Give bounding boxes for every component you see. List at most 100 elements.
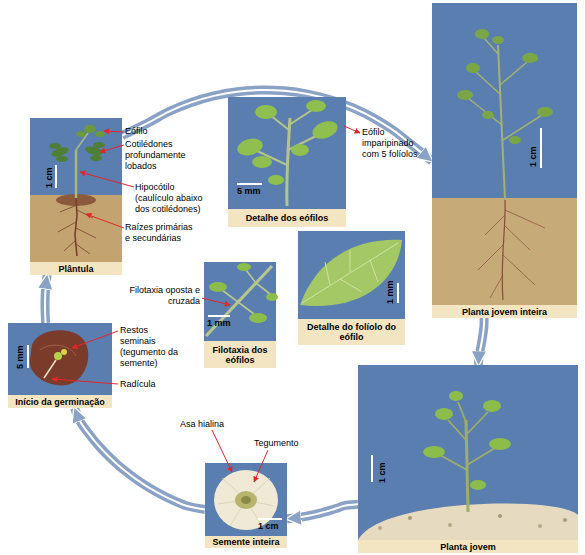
young-plant-photo-part	[408, 516, 412, 520]
young-plant-photo-part	[498, 514, 502, 518]
leaflet-photo-part	[300, 240, 402, 306]
leaflet-photo	[300, 240, 402, 306]
phyllotaxy-photo-part	[237, 263, 251, 271]
cycle-arrow	[45, 275, 47, 323]
scale-label: 5 mm	[15, 345, 26, 369]
photo-panel: Semente inteira	[205, 463, 287, 548]
leader-line-part	[86, 214, 124, 228]
panel-caption: Semente inteira	[212, 537, 279, 547]
leaf-detail-photo-part	[291, 144, 309, 156]
leaf-detail-photo-part	[268, 175, 284, 185]
callout-label: Eófilo imparipinado com 5 folíolos	[362, 127, 424, 160]
whole-plant-photo-part	[475, 29, 489, 39]
seedling-photo-part	[84, 145, 103, 157]
whole-plant-photo	[432, 29, 577, 305]
photo-panel: Filotaxia dos eófilos	[204, 262, 276, 368]
germination-photo-part	[30, 330, 88, 385]
young-plant-photo-part	[470, 480, 486, 490]
scale-label: 1 cm	[377, 462, 388, 483]
scale-bar-part	[371, 455, 373, 482]
phyllotaxy-photo-part	[266, 293, 278, 301]
leader-line-part	[72, 331, 118, 348]
whole-plant-photo-part	[537, 107, 553, 117]
whole-plant-photo-part	[498, 45, 505, 200]
phyllotaxy-photo	[206, 263, 278, 336]
germination-photo-part	[44, 360, 56, 378]
young-plant-photo-part	[489, 438, 511, 450]
scale-bar-part	[540, 128, 542, 168]
leaflet-photo-part	[302, 243, 398, 303]
phyllotaxy-photo-part	[249, 313, 267, 323]
germination-photo	[30, 330, 88, 385]
scale-label: 1 cm	[528, 146, 539, 167]
seedling-photo-part	[30, 195, 122, 262]
seedling-photo-part	[90, 155, 102, 161]
leader-line-part	[212, 430, 232, 472]
young-plant-photo-part	[466, 420, 468, 512]
phyllotaxy-photo-part	[222, 270, 270, 314]
caption-band: Planta jovem inteira	[432, 305, 577, 318]
scale-label: 1 cm	[44, 167, 55, 188]
seedling-photo-part	[95, 131, 105, 137]
young-plant-photo-part	[440, 402, 495, 470]
caption-band: Detalhe do folíolo do eófilo	[298, 319, 405, 345]
young-plant-photo-part	[563, 518, 567, 522]
seed-photo-part	[218, 478, 274, 526]
callout-label: Radícula	[120, 379, 180, 390]
germination-photo-part	[40, 345, 76, 356]
seedling-photo-part	[56, 156, 68, 162]
phyllotaxy-photo-part	[206, 266, 272, 336]
scale-bar-part	[258, 518, 282, 520]
panel-caption: Planta jovem inteira	[462, 307, 547, 317]
scale-bar	[28, 128, 541, 519]
caption-band: Detalhe dos eófilos	[228, 209, 346, 227]
young-plant-photo-part	[483, 400, 501, 412]
seedling-photo-part	[84, 125, 96, 133]
whole-plant-photo-part	[522, 53, 538, 63]
panel-caption: Filotaxia dos eófilos	[204, 345, 276, 365]
cycle-arrow	[287, 504, 358, 518]
young-plant-photo	[358, 391, 578, 540]
germination-photo-part	[61, 349, 67, 355]
phyllotaxy-photo-part	[209, 282, 227, 292]
panel-caption: Planta jovem	[440, 542, 496, 552]
seedling-photo	[30, 125, 122, 262]
panel-caption: Início da germinação	[15, 397, 105, 407]
photo-panel: Planta jovem inteira	[432, 3, 577, 318]
scale-bar-part	[397, 283, 399, 303]
panel-caption: Detalhe dos eófilos	[246, 213, 329, 223]
leaf-detail-photo-part	[287, 118, 290, 206]
leaf-detail-photo	[235, 100, 340, 206]
caption-band: Filotaxia dos eófilos	[204, 341, 276, 368]
leader-line-part	[202, 298, 230, 305]
seedling-photo-part	[93, 142, 105, 148]
leaf-detail-photo-part	[255, 105, 277, 119]
seedling-photo-part	[75, 198, 77, 256]
panel-caption: Detalhe do folíolo do eófilo	[298, 322, 405, 342]
whole-plant-photo-part	[492, 36, 504, 44]
whole-plant-photo-part	[509, 136, 521, 144]
cycle-arrow-stripe	[478, 318, 484, 365]
caption-band: Semente inteira	[205, 536, 287, 548]
callout-label: Raízes primárias e secundárias	[125, 222, 195, 244]
leader-line-part	[100, 145, 124, 152]
cycle-arrow-stripe	[287, 504, 358, 518]
seedling-photo-part	[50, 145, 70, 159]
scale-label: 1 mm	[385, 280, 396, 304]
leaf-detail-photo-part	[255, 110, 320, 165]
callout-label: Eófilo	[125, 126, 185, 137]
seedling-photo-part	[56, 194, 96, 206]
caption-band: Início da germinação	[8, 395, 112, 408]
whole-plant-photo-part	[482, 111, 494, 119]
scale-bar-part	[55, 165, 57, 188]
scale-label: 1 cm	[258, 521, 279, 532]
scale-label: 5 mm	[237, 186, 261, 197]
germination-photo-part	[54, 352, 62, 360]
leaf-detail-photo-part	[252, 156, 272, 168]
callout-label: Filotaxia oposta e cruzada	[128, 285, 200, 307]
leader-line-part	[80, 172, 134, 187]
seedling-photo-part	[76, 131, 86, 137]
